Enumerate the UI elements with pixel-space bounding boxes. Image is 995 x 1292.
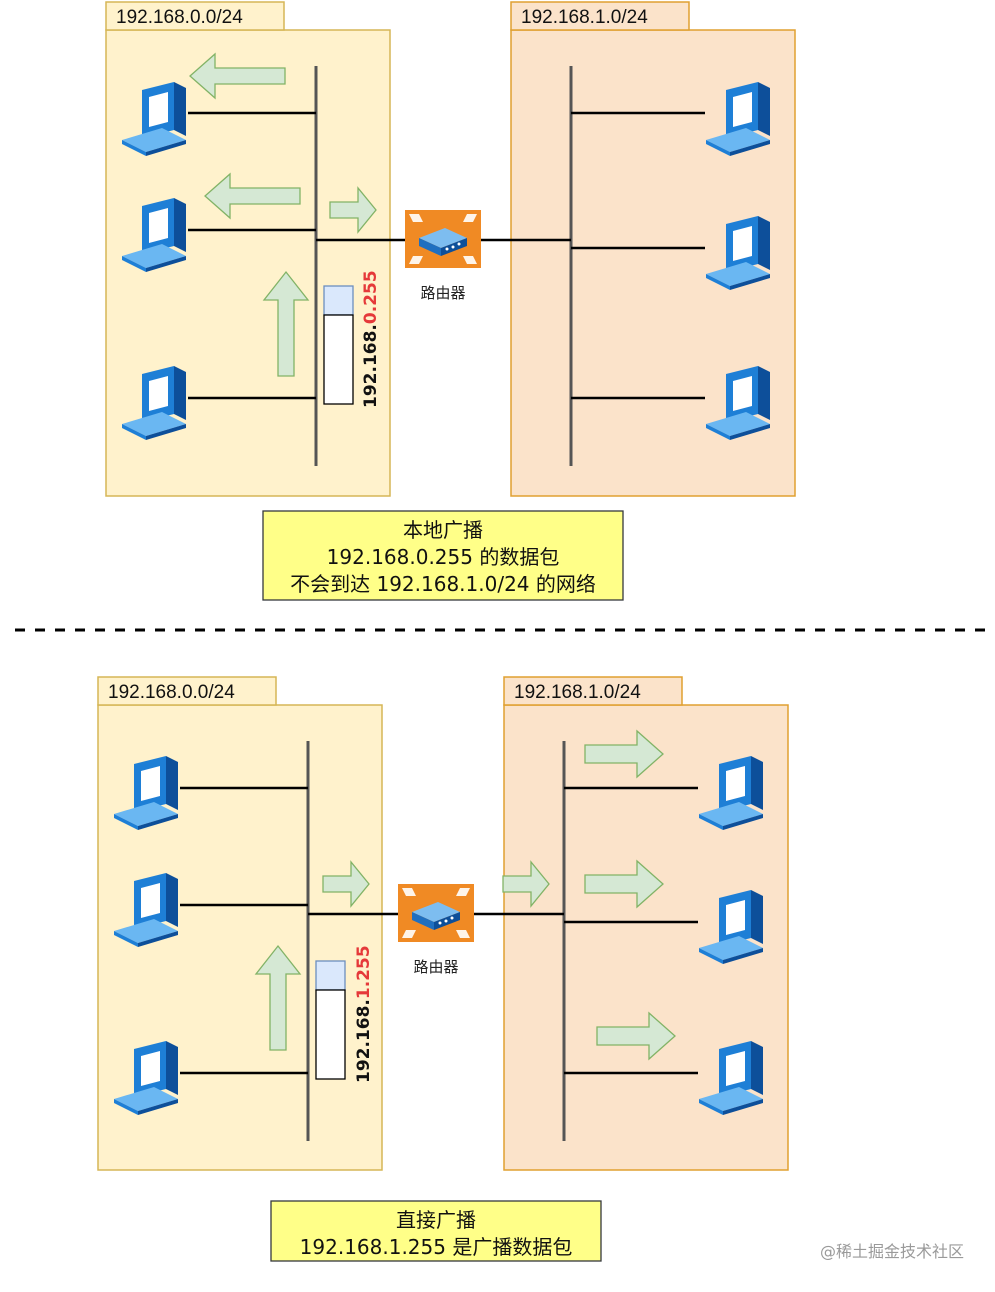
bottom-packet-body <box>315 989 346 1080</box>
top-right-subnet-tab <box>510 1 690 31</box>
bottom-caption-line: 192.168.1.255 是广播数据包 <box>300 1235 573 1259</box>
top-packet-address: 192.168.0.255 <box>361 270 381 408</box>
top-left-subnet-tab <box>105 1 285 31</box>
bottom-right-subnet-tab <box>503 676 683 706</box>
top-diagram: 192.168.0.0/24 192.168.1.0/24 路由器 <box>105 1 796 601</box>
top-router-label: 路由器 <box>420 284 465 302</box>
bottom-caption-box <box>270 1200 602 1262</box>
bottom-packet-address: 192.168.1.255 <box>354 945 374 1083</box>
bottom-left-subnet-label: 192.168.0.0/24 <box>108 682 235 703</box>
router-icon <box>405 210 481 268</box>
router-icon <box>398 884 474 942</box>
top-caption-line: 192.168.0.255 的数据包 <box>327 545 560 569</box>
watermark: @稀土掘金技术社区 <box>820 1242 964 1261</box>
top-packet-body <box>323 314 354 405</box>
top-left-subnet-label: 192.168.0.0/24 <box>116 7 243 28</box>
top-caption-box <box>262 510 624 601</box>
bottom-left-subnet-tab <box>97 676 277 706</box>
bottom-packet-header <box>315 960 346 991</box>
bottom-caption-line: 直接广播 <box>396 1208 476 1232</box>
top-right-subnet-label: 192.168.1.0/24 <box>521 7 648 28</box>
bottom-diagram: 192.168.0.0/24 192.168.1.0/24 路由器 <box>97 676 789 1262</box>
bottom-right-subnet-label: 192.168.1.0/24 <box>514 682 641 703</box>
top-caption-line: 本地广播 <box>403 518 483 542</box>
top-caption-line: 不会到达 192.168.1.0/24 的网络 <box>290 572 596 596</box>
bottom-router-label: 路由器 <box>413 958 458 976</box>
top-packet-header <box>323 285 354 316</box>
